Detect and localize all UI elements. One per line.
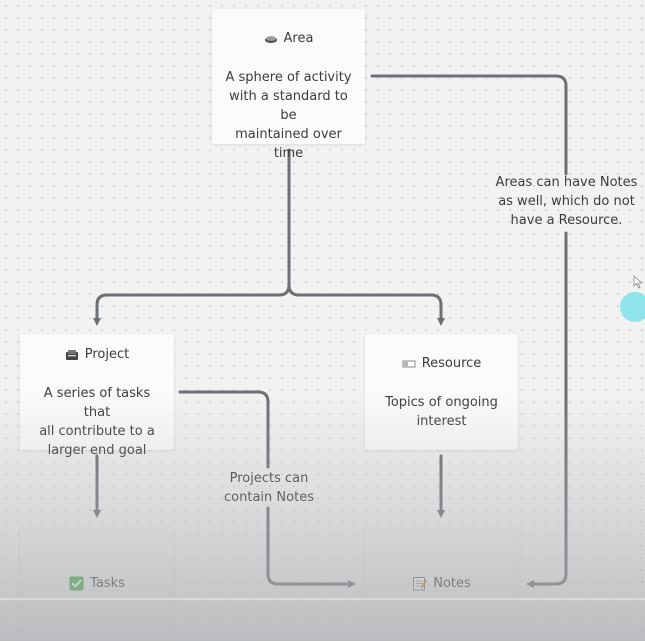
notes-card[interactable]: Notes [365, 526, 518, 641]
area-description: A sphere of activity with a standard to … [212, 68, 365, 163]
resource-icon [402, 360, 416, 367]
area-desc-line: A sphere of activity [225, 70, 352, 85]
project-to-notes-line-lower [266, 506, 356, 588]
resource-desc-line: interest [416, 414, 467, 429]
project-desc-line: larger end goal [47, 443, 147, 458]
split-to-resource-line [287, 283, 445, 326]
project-desc-line: A series of tasks that [43, 386, 151, 420]
area-card[interactable]: Area A sphere of activity with a standar… [212, 9, 365, 161]
resource-card[interactable]: Resource Topics of ongoing interest [365, 334, 518, 450]
project-title: Project [20, 345, 174, 364]
annotation-line: as well, which do not [498, 194, 635, 209]
annotation-line: Projects can [229, 471, 309, 486]
area-title: Area [212, 29, 365, 48]
project-notes-annotation: Projects can contain Notes [214, 469, 324, 507]
area-desc-line: maintained over time [235, 127, 342, 161]
project-description: A series of tasks that all contribute to… [20, 384, 174, 460]
annotation-line: Areas can have Notes [495, 175, 638, 190]
area-icon [264, 35, 277, 43]
project-to-notes-line-upper [178, 390, 270, 469]
checkmark-icon [69, 576, 84, 591]
notes-title: Notes [365, 574, 518, 593]
project-icon [65, 349, 78, 360]
mouse-pointer-icon [633, 275, 643, 289]
project-card[interactable]: Project A series of tasks that all contr… [20, 334, 174, 458]
area-title-text: Area [283, 31, 314, 46]
annotation-line: have a Resource. [510, 213, 623, 228]
area-notes-annotation: Areas can have Notes as well, which do n… [494, 173, 639, 230]
project-title-text: Project [84, 347, 130, 362]
area-desc-line: with a standard to be [229, 89, 348, 123]
tasks-card[interactable]: Tasks [20, 526, 174, 641]
resource-description: Topics of ongoing interest [365, 393, 518, 431]
overlay-line [0, 598, 645, 600]
annotation-line: contain Notes [224, 490, 314, 505]
cursor-highlight [620, 292, 645, 322]
resource-title-text: Resource [421, 356, 482, 371]
split-to-project-line [93, 283, 291, 326]
tasks-title-text: Tasks [90, 576, 125, 591]
resource-desc-line: Topics of ongoing [385, 395, 498, 410]
tasks-title: Tasks [20, 574, 174, 593]
resource-title: Resource [365, 354, 518, 373]
memo-icon [413, 577, 428, 591]
project-desc-line: all contribute to a [39, 424, 155, 439]
area-to-notes-line-lower [526, 231, 568, 588]
area-to-notes-line [370, 74, 568, 176]
notes-title-text: Notes [433, 576, 471, 591]
